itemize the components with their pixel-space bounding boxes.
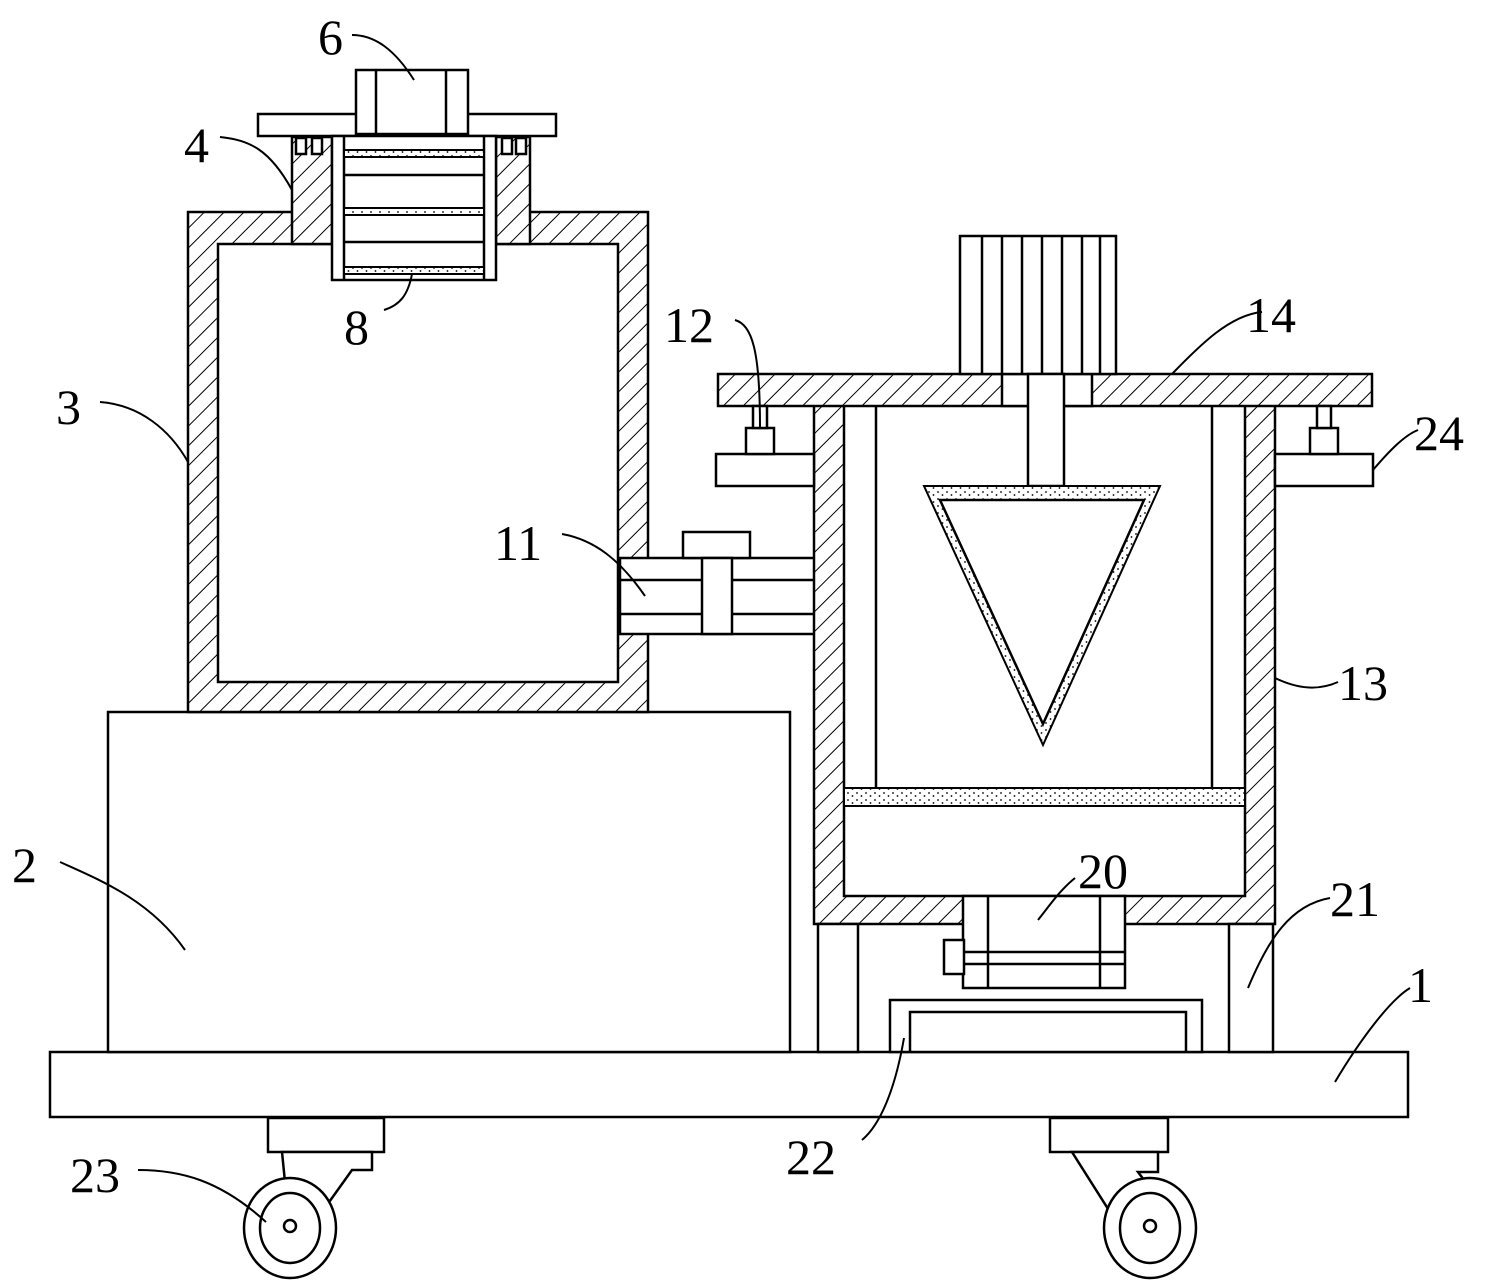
upper-tank xyxy=(186,210,650,714)
label-11: 11 xyxy=(494,515,542,571)
stirrer xyxy=(922,372,1162,748)
label-13: 13 xyxy=(1338,655,1388,711)
lower-cabinet xyxy=(106,710,792,1054)
side-brackets xyxy=(714,404,1375,488)
base-plate xyxy=(48,1050,1410,1119)
callouts: 1 2 3 4 6 8 11 12 13 14 20 21 22 23 24 xyxy=(12,9,1464,1203)
feed-sleeve xyxy=(290,135,532,246)
label-20: 20 xyxy=(1078,843,1128,899)
leader-lines xyxy=(59,34,1419,1223)
label-14: 14 xyxy=(1246,287,1296,343)
label-3: 3 xyxy=(56,379,81,435)
connecting-pipe xyxy=(618,530,844,636)
label-6: 6 xyxy=(318,9,343,65)
label-22: 22 xyxy=(786,1129,836,1185)
label-12: 12 xyxy=(664,297,714,353)
label-21: 21 xyxy=(1330,871,1380,927)
caster-right xyxy=(1048,1116,1198,1280)
label-8: 8 xyxy=(344,299,369,355)
label-24: 24 xyxy=(1414,405,1464,461)
motor xyxy=(958,234,1118,376)
label-23: 23 xyxy=(70,1147,120,1203)
filter-cartridge xyxy=(330,134,498,282)
feed-cap xyxy=(256,68,558,138)
label-1: 1 xyxy=(1408,957,1433,1013)
discharge-unit xyxy=(942,894,1127,990)
label-4: 4 xyxy=(184,117,209,173)
label-2: 2 xyxy=(12,837,37,893)
collection-tray xyxy=(888,998,1204,1054)
inner-screen xyxy=(843,406,1246,807)
caster-left xyxy=(242,1116,386,1280)
support-legs xyxy=(816,922,1275,1054)
